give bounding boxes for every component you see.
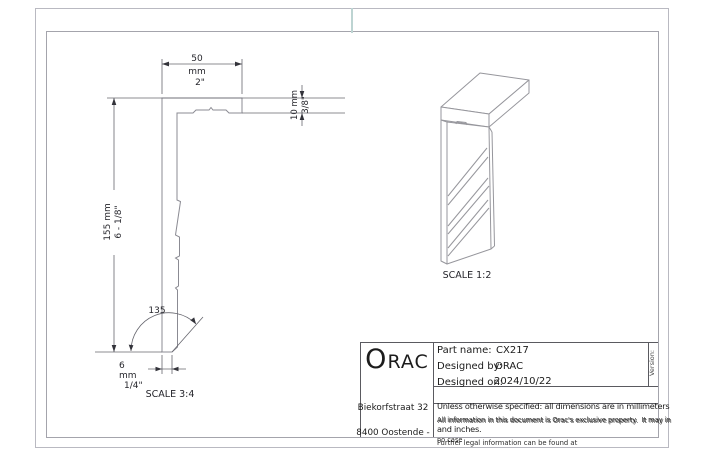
part-name-label: Part name: xyxy=(437,345,492,356)
scale-label-main: SCALE 3:4 xyxy=(146,389,195,400)
legal-box-divider xyxy=(433,403,658,404)
company-address: Biekorfstraat 32 8400 Oostende - Belgium… xyxy=(348,388,438,450)
dim-width-unit: mm xyxy=(188,67,206,77)
version-label: Version: xyxy=(648,349,656,377)
dim-width-value: 50 xyxy=(191,54,203,64)
address-line: 8400 Oostende - xyxy=(356,428,430,439)
part-info-fields: Part name: CX217 Designed by: ORAC Desig… xyxy=(437,345,645,393)
profile-section-outline xyxy=(161,97,243,353)
iso-groove-lines xyxy=(447,147,490,257)
designed-by-value: ORAC xyxy=(495,361,524,372)
legal-further-note: Further legal information can be found a… xyxy=(437,439,578,447)
titleblock-divider xyxy=(433,342,434,437)
legal-spec-note: Unless otherwise specified: all dimensio… xyxy=(437,388,670,449)
legal-property-line: no case xyxy=(437,435,463,444)
iso-leg-side-face xyxy=(440,119,448,265)
dim-height-inches: 6 - 1/8" xyxy=(114,205,124,238)
legal-box-top-border xyxy=(433,386,658,387)
titleblock-left-border xyxy=(360,342,361,437)
legal-property-line: All information in this document is Orac… xyxy=(437,416,671,424)
dim-bottom-unit: mm xyxy=(119,371,137,381)
orac-logo-rest: RAC xyxy=(387,351,429,373)
part-name-value: CX217 xyxy=(496,345,529,356)
part-name-row: Part name: CX217 xyxy=(437,345,645,361)
orac-logo: ORAC xyxy=(360,345,434,375)
legal-spec-line: and inches. xyxy=(437,423,482,434)
dim-thickness-metric: 10 mm xyxy=(290,90,300,120)
center-mark-tick xyxy=(351,8,353,33)
legal-property-line-ghost: All information in this document is Orac… xyxy=(438,416,672,425)
legal-property-note: All information in this document is Orac… xyxy=(437,404,672,450)
dim-bottom-value: 6 xyxy=(119,361,125,371)
titleblock-top-border xyxy=(360,342,658,343)
designed-on-value: 2024/10/22 xyxy=(494,376,552,387)
iso-leg-front-face xyxy=(446,121,492,265)
legal-spec-line: Unless otherwise specified: all dimensio… xyxy=(437,401,670,412)
orac-logo-o: O xyxy=(365,344,388,375)
address-line: Biekorfstraat 32 xyxy=(357,403,429,414)
legal-property-line-overlapped: All information in this document is Orac… xyxy=(437,417,672,424)
dim-angle-value: 135 xyxy=(148,306,165,316)
designed-on-row: Designed on: 2024/10/22 xyxy=(437,376,645,393)
scale-label-iso: SCALE 1:2 xyxy=(443,270,492,281)
dim-bottom-inches: 1/4" xyxy=(124,381,143,391)
designed-by-row: Designed by: ORAC xyxy=(437,361,645,377)
dimension-texts: 50 mm 2" 10 mm 3/8" 155 mm 6 - 1/8" 135 … xyxy=(103,54,491,400)
paper-sheet xyxy=(35,8,669,448)
designed-by-label: Designed by: xyxy=(437,361,503,372)
isometric-view xyxy=(440,72,530,265)
iso-notch-detail xyxy=(455,121,468,126)
dimension-arrowheads xyxy=(111,61,305,372)
dim-thickness-inches: 3/8" xyxy=(301,96,311,114)
version-cell-border xyxy=(648,342,649,386)
dimension-lines xyxy=(95,59,345,374)
designed-on-label: Designed on: xyxy=(437,377,504,388)
dim-width-inches: 2" xyxy=(195,78,205,88)
dim-height-metric: 155 mm xyxy=(103,203,113,241)
